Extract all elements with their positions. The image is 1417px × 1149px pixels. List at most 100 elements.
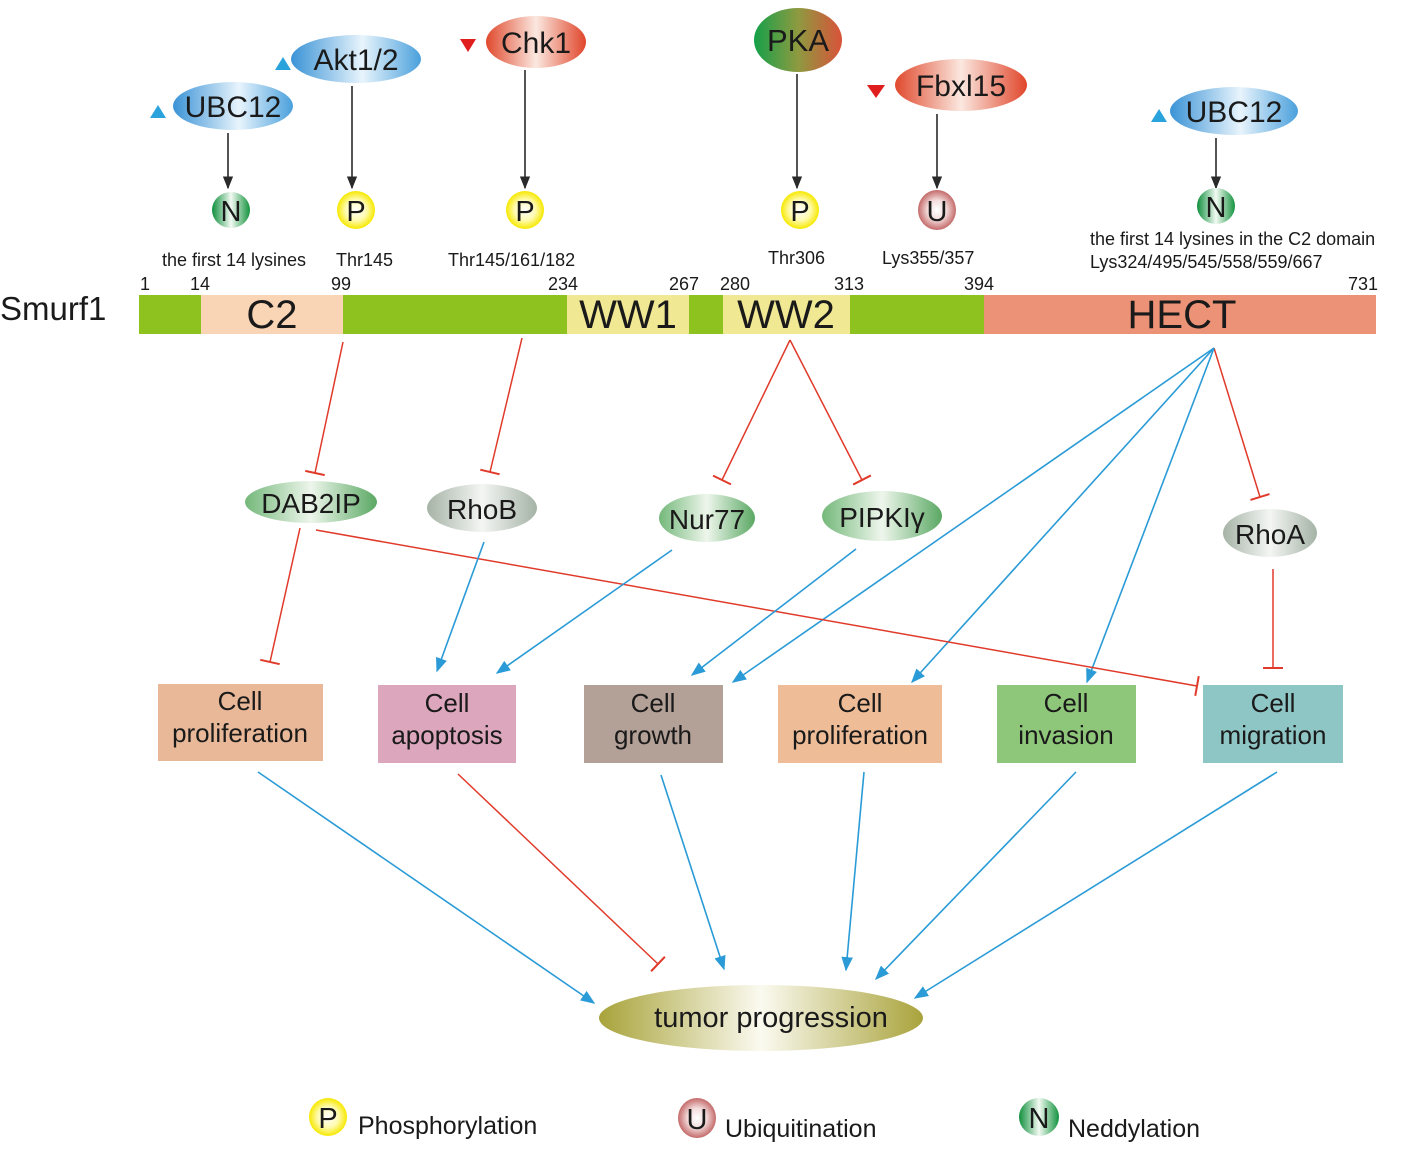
- regulator-label: UBC12: [185, 91, 282, 124]
- process-line1: Cell: [218, 686, 263, 716]
- up-triangle-icon: [1151, 109, 1167, 122]
- legend-label: Phosphorylation: [358, 1112, 537, 1140]
- mod-n-right: N: [1197, 188, 1235, 224]
- mod-letter: P: [515, 196, 534, 228]
- position-label: 99: [331, 274, 351, 294]
- down-triangle-icon: [867, 85, 885, 98]
- substrate-label: RhoA: [1235, 519, 1305, 550]
- substrate-label: DAB2IP: [261, 488, 361, 519]
- process-line1: Cell: [1044, 688, 1089, 718]
- up-triangle-icon: [275, 57, 291, 70]
- activation-edges-mid: [436, 541, 857, 676]
- legend-neddylation: N Neddylation: [1019, 1098, 1200, 1143]
- process-migration: Cell migration: [1203, 685, 1343, 763]
- regulator-label: Chk1: [501, 27, 571, 60]
- site-labels: the first 14 lysines Thr145 Thr145/161/1…: [162, 229, 1375, 272]
- legend-letter: N: [1029, 1103, 1050, 1135]
- domain-ww1: [567, 295, 689, 334]
- legend: P Phosphorylation U Ubiquitination N Ned…: [309, 1098, 1200, 1143]
- process-line2: proliferation: [172, 718, 308, 748]
- legend-label: Neddylation: [1068, 1115, 1200, 1143]
- regulator-ubc12-right: UBC12: [1151, 87, 1298, 135]
- site-label-2: Lys324/495/545/558/559/667: [1090, 252, 1323, 272]
- activation-edges-hect: [731, 347, 1215, 684]
- inhibition-edges-mid: [260, 527, 1283, 697]
- site-label: the first 14 lysines: [162, 250, 306, 270]
- substrate-label: Nur77: [669, 504, 745, 535]
- regulator-akt: Akt1/2: [275, 35, 421, 83]
- protein-name: Smurf1: [0, 290, 106, 327]
- substrate-dab2ip: DAB2IP: [245, 481, 377, 523]
- regulator-label: PKA: [767, 23, 829, 58]
- regulator-arrows: [222, 70, 1222, 190]
- site-label: the first 14 lysines in the C2 domain: [1090, 229, 1375, 249]
- process-line2: proliferation: [792, 720, 928, 750]
- inhibition-edges-top: [305, 337, 1270, 501]
- regulator-label: Fbxl15: [916, 70, 1006, 103]
- position-label: 267: [669, 274, 699, 294]
- mod-p-akt: P: [337, 191, 375, 229]
- mod-letter: N: [221, 196, 242, 228]
- process-line2: apoptosis: [391, 720, 502, 750]
- legend-label: Ubiquitination: [725, 1115, 877, 1143]
- substrate-label: RhoB: [447, 494, 517, 525]
- process-line2: migration: [1220, 720, 1327, 750]
- process-line1: Cell: [631, 688, 676, 718]
- process-line1: Cell: [838, 688, 883, 718]
- position-label: 1: [140, 274, 150, 294]
- mod-letter: P: [346, 196, 365, 228]
- position-label: 280: [720, 274, 750, 294]
- mod-n-left: N: [212, 192, 250, 228]
- regulator-label: UBC12: [1186, 96, 1283, 129]
- regulator-label: Akt1/2: [313, 44, 398, 77]
- n-badge-icon: [1019, 1098, 1059, 1136]
- process-prolif-2: Cell proliferation: [778, 685, 942, 763]
- smurf1-bar: C2 WW1 WW2 HECT: [139, 293, 1376, 337]
- process-growth: Cell growth: [584, 685, 723, 763]
- domain-label: WW2: [737, 293, 835, 337]
- domain-label: WW1: [579, 293, 677, 337]
- substrate-rhoa: RhoA: [1223, 509, 1317, 557]
- mod-u-fbxl15: U: [918, 190, 956, 230]
- process-line2: invasion: [1018, 720, 1113, 750]
- process-prolif-1: Cell proliferation: [158, 684, 323, 761]
- position-label: 394: [964, 274, 994, 294]
- site-label: Thr306: [768, 248, 825, 268]
- process-invasion: Cell invasion: [997, 685, 1136, 763]
- mod-letter: P: [790, 196, 809, 228]
- process-line2: growth: [614, 720, 692, 750]
- activation-edges-bottom: [257, 771, 1278, 1004]
- process-line1: Cell: [425, 688, 470, 718]
- position-labels: 1 14 99 234 267 280 313 394 731: [140, 274, 1378, 294]
- process-line1: Cell: [1251, 688, 1296, 718]
- legend-phosphorylation: P Phosphorylation: [309, 1098, 537, 1140]
- regulator-fbxl15: Fbxl15: [867, 59, 1027, 111]
- domain-ww2: [723, 295, 850, 334]
- position-label: 731: [1348, 274, 1378, 294]
- legend-letter: U: [687, 1104, 708, 1136]
- domain-c2: [201, 295, 343, 334]
- mod-p-pka: P: [781, 191, 819, 229]
- position-label: 14: [190, 274, 210, 294]
- position-label: 313: [834, 274, 864, 294]
- regulator-chk1: Chk1: [460, 16, 586, 68]
- mod-letter: U: [927, 196, 948, 228]
- legend-ubiquitination: U Ubiquitination: [678, 1098, 877, 1143]
- substrate-rhob: RhoB: [427, 484, 537, 532]
- legend-letter: P: [318, 1103, 337, 1135]
- domain-label: C2: [246, 293, 297, 337]
- regulator-ubc12-left: UBC12: [150, 82, 293, 130]
- substrate-pipki: PIPKIγ: [822, 491, 942, 541]
- down-triangle-icon: [460, 39, 476, 52]
- site-label: Thr145: [336, 250, 393, 270]
- position-label: 234: [548, 274, 578, 294]
- inhibition-edges-bottom: [457, 773, 666, 972]
- mod-letter: N: [1206, 192, 1227, 224]
- outcome-tumor-progression: tumor progression: [599, 985, 923, 1051]
- mod-p-chk1: P: [506, 191, 544, 229]
- regulator-pka: PKA: [754, 8, 842, 72]
- u-badge-icon: [678, 1098, 716, 1138]
- up-triangle-icon: [150, 105, 166, 118]
